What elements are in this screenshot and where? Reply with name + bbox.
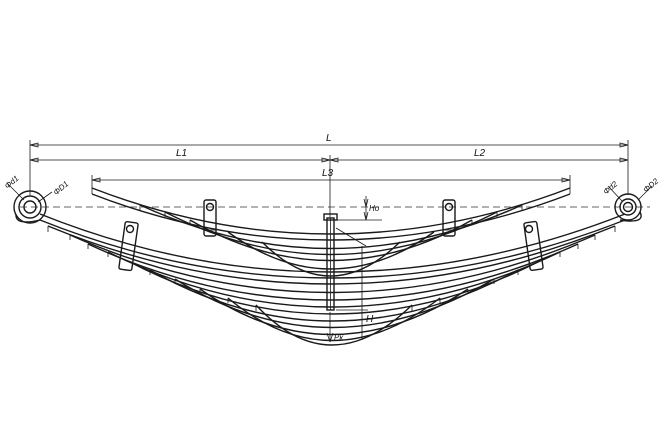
clamp-lower-right xyxy=(523,220,544,272)
center-bolt-nut xyxy=(323,213,338,221)
label-L1: L1 xyxy=(176,148,187,159)
clamps xyxy=(118,199,544,272)
main-leaf-4 xyxy=(87,243,579,301)
right-eye-wrap xyxy=(619,211,642,222)
helper-leaf-1-bottom xyxy=(91,193,571,241)
label-L: L xyxy=(326,133,332,144)
main-leaf-5 xyxy=(107,251,561,308)
label-phi-D1: ΦD1 xyxy=(52,179,71,197)
center-bolt xyxy=(323,213,338,311)
leader-phi-D1 xyxy=(37,191,53,203)
leader-phi-D2 xyxy=(637,185,653,201)
clamp-upper-left xyxy=(203,199,217,237)
right-eye-bore xyxy=(622,201,634,213)
main-leaf-steps-left xyxy=(47,226,257,311)
main-leaf-pack xyxy=(39,213,626,346)
clamp-upper-right xyxy=(442,199,456,237)
main-leaf-8 xyxy=(174,278,495,329)
left-eye-bore xyxy=(23,200,37,214)
main-leaf-1-top xyxy=(39,213,626,273)
helper-leaf-ends xyxy=(91,188,571,225)
helper-leaf-pack xyxy=(91,187,571,277)
main-leaf-steps-right xyxy=(411,226,616,311)
label-L2: L2 xyxy=(474,148,486,159)
dimension-lines xyxy=(7,140,653,340)
clamp-lower-left xyxy=(118,220,139,272)
helper-leaf-5 xyxy=(227,231,435,270)
label-H: H xyxy=(366,314,374,325)
label-Ho: Ho xyxy=(369,204,380,213)
label-phi-D2: ΦD2 xyxy=(641,176,660,194)
label-Pk: Pк xyxy=(334,333,344,342)
left-eye-wall xyxy=(18,195,42,219)
main-leaf-9 xyxy=(199,288,469,336)
leader-phi-d2 xyxy=(607,185,623,202)
main-leaf-11 xyxy=(255,304,413,346)
right-eye-wall xyxy=(619,198,637,216)
left-eye xyxy=(13,190,47,224)
label-phi-d2: Φd2 xyxy=(601,179,619,196)
load-arrow xyxy=(326,312,334,343)
main-leaf-10 xyxy=(227,297,441,342)
main-leaf-3 xyxy=(69,234,596,294)
leader-phi-d1 xyxy=(7,183,25,201)
helper-leaf-1-top xyxy=(91,187,571,235)
left-eye-wrap xyxy=(15,213,41,223)
label-L3: L3 xyxy=(322,168,334,179)
